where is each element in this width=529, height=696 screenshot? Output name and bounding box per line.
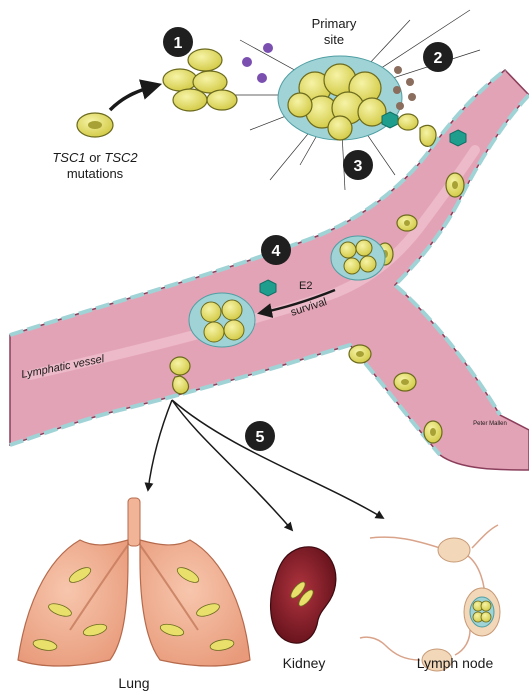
mutations-label: mutations bbox=[67, 166, 124, 181]
svg-text:3: 3 bbox=[354, 158, 363, 175]
purple-factors bbox=[242, 43, 273, 83]
tsc-mutation-label: TSC1 or TSC2 bbox=[52, 150, 138, 165]
svg-text:1: 1 bbox=[174, 35, 183, 52]
arrow-to-proliferation bbox=[110, 85, 158, 110]
kidney-label: Kidney bbox=[283, 655, 326, 671]
step-marker-2: 2 bbox=[423, 42, 453, 72]
proliferating-cells bbox=[163, 49, 237, 111]
primary-site-label-line1: Primary bbox=[312, 16, 357, 31]
svg-text:5: 5 bbox=[256, 429, 265, 446]
lung-illustration bbox=[18, 498, 250, 666]
svg-text:4: 4 bbox=[272, 243, 281, 260]
lam-cell-cluster-upper bbox=[331, 236, 385, 280]
lymph-node-label: Lymph node bbox=[417, 655, 494, 671]
lam-cell-cluster-lower bbox=[189, 293, 255, 347]
primary-site-label-line2: site bbox=[324, 32, 344, 47]
step-marker-1: 1 bbox=[163, 27, 193, 57]
lymph-node-illustration bbox=[360, 525, 500, 671]
kidney-illustration bbox=[271, 547, 336, 643]
tsc-mutation-cell bbox=[77, 113, 113, 137]
artist-signature: Peter Mallen bbox=[473, 421, 507, 427]
step-marker-3: 3 bbox=[343, 150, 373, 180]
e2-label: E2 bbox=[299, 280, 312, 292]
intravasating-cells bbox=[398, 114, 436, 146]
step-marker-4: 4 bbox=[261, 235, 291, 265]
lung-label: Lung bbox=[118, 675, 149, 691]
svg-text:2: 2 bbox=[434, 50, 443, 67]
dissemination-arrows bbox=[148, 400, 383, 530]
step-marker-5: 5 bbox=[245, 421, 275, 451]
